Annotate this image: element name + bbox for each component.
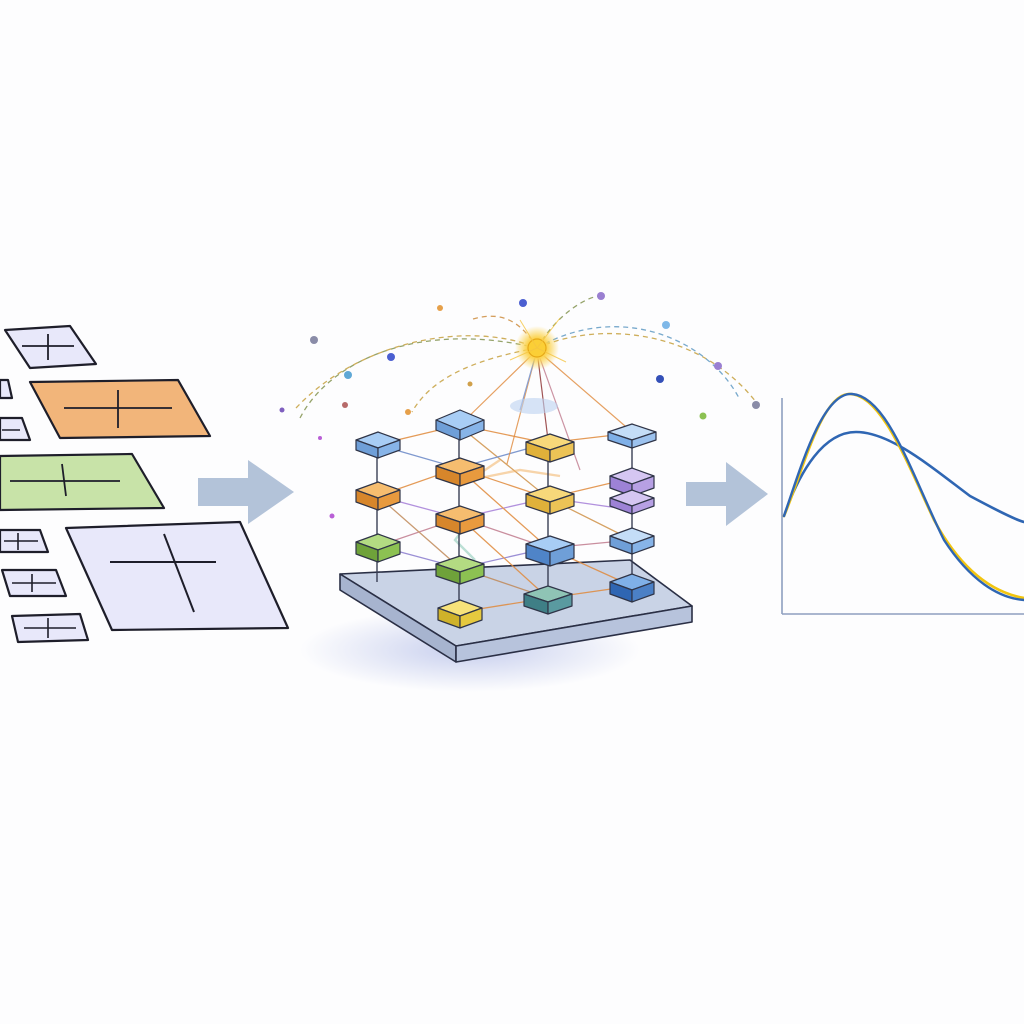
input-card-orange	[28, 378, 212, 440]
node-blue-5	[609, 527, 655, 555]
particles	[279, 292, 760, 519]
input-card-tiny-1	[0, 528, 50, 554]
arrow-right-icon	[198, 460, 294, 524]
network-processor	[279, 292, 760, 692]
input-card-small-1	[3, 324, 98, 370]
input-card-tiny-3	[10, 612, 90, 644]
input-card-green	[0, 452, 166, 512]
output-curves	[782, 392, 1024, 602]
node-blue-2	[435, 409, 485, 441]
node-orange-1	[435, 457, 485, 487]
node-yellow-2	[525, 485, 575, 515]
arrow-right-icon-2	[686, 462, 768, 526]
node-yellow-3	[437, 599, 483, 629]
input-card-sliver-1	[0, 378, 14, 400]
node-blue-1	[355, 431, 401, 459]
node-blue-6	[609, 573, 655, 603]
curve-blue-broad	[782, 430, 1024, 524]
node-green-1	[355, 533, 401, 563]
node-teal-1	[523, 585, 573, 615]
output-plot	[781, 392, 1024, 615]
input-card-tiny-2	[0, 568, 68, 598]
network-nodes	[355, 409, 657, 629]
node-blue-3	[607, 423, 657, 449]
node-blue-4	[525, 535, 575, 567]
node-purple-2	[609, 489, 655, 515]
node-orange-3	[435, 505, 485, 535]
core-glow	[509, 317, 567, 370]
input-cards-group	[0, 324, 290, 644]
node-orange-2	[355, 481, 401, 511]
curve-blue-sharp	[782, 392, 1024, 602]
input-card-sliver-2	[0, 416, 32, 442]
core-halo	[510, 398, 558, 414]
node-yellow-1	[525, 433, 575, 463]
plot-axes	[781, 398, 1024, 615]
node-green-2	[435, 555, 485, 585]
input-card-large	[64, 520, 290, 632]
